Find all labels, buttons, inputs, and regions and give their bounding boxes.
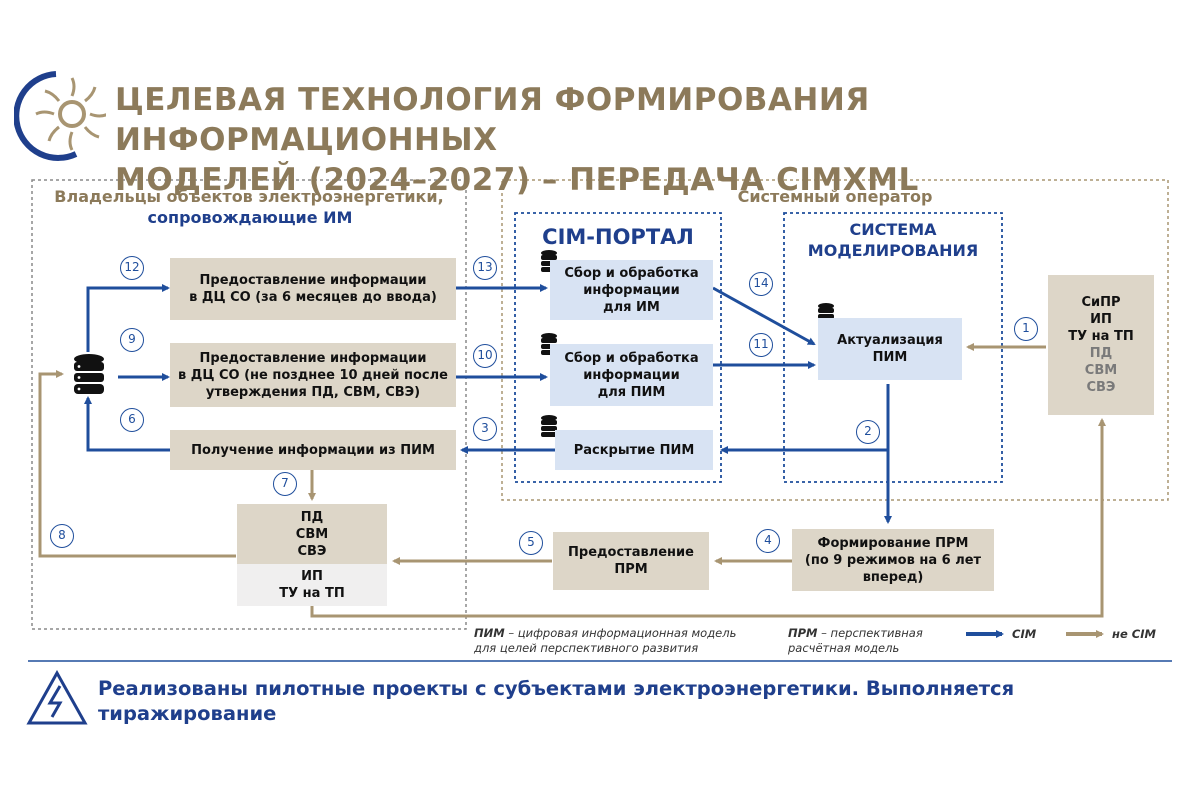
step-number-6: 6 [120,408,144,432]
step-number-12: 12 [120,256,144,280]
logo-sun-icon [13,66,109,162]
arrow-8 [38,370,236,558]
arrow-12 [86,284,170,352]
legend-pim-abbr: ПИМ [474,626,505,640]
prm-form-box: Формирование ПРМ (по 9 режимов на 6 лет … [792,529,994,591]
step-number-3: 3 [473,417,497,441]
prm-provide-line-1: Предоставление [568,545,694,560]
docs-item-1: ПД [300,509,324,525]
legend-not-cim-label: не CIM [1112,627,1156,641]
footer-line-1: Реализованы пилотные проекты с субъектам… [98,677,1015,700]
provide10-line-2: в ДЦ СО (не позднее 10 дней после [178,367,448,383]
sipr-item-1: СиПР [1081,295,1121,310]
actualize-pim-box: Актуализация ПИМ [818,318,962,380]
modeling-frame [783,212,1003,483]
provide-info-6-months-box: Предоставление информации в ДЦ СО (за 6 … [170,258,456,320]
provide-info-10-days-box: Предоставление информации в ДЦ СО (не по… [170,343,456,407]
docs-item-4: ИП [301,569,323,584]
database-icon [70,352,108,398]
modeling-label-line-2: МОДЕЛИРОВАНИЯ [807,241,979,260]
owners-group-label-2: сопровождающие ИМ [100,207,400,228]
receive-label: Получение информации из ПИМ [191,442,435,458]
legend-pim-text-1: – цифровая информационная модель [504,626,737,640]
title-line-1: ЦЕЛЕВАЯ ТЕХНОЛОГИЯ ФОРМИРОВАНИЯ ИНФОРМАЦ… [115,82,870,158]
prm-form-line-1: Формирование ПРМ [817,535,969,551]
owners-group-label: Владельцы объектов электроэнергетики, [34,186,464,207]
docs-item-3: СВЭ [297,543,327,559]
collect-im-line-2: информации [583,282,680,298]
page-title: ЦЕЛЕВАЯ ТЕХНОЛОГИЯ ФОРМИРОВАНИЯ ИНФОРМАЦ… [115,80,1175,200]
cim-portal-frame [514,212,722,483]
collect-im-line-3: для ИМ [603,299,660,315]
docs-item-2: СВМ [295,526,329,542]
legend-prm-abbr: ПРМ [788,626,818,640]
owners-frame [31,179,467,630]
docs-box-top: ПД СВМ СВЭ [237,504,387,564]
step-number-10: 10 [473,344,497,368]
sipr-item-3: ТУ на ТП [1068,329,1134,344]
system-operator-frame [501,179,1169,501]
prm-form-line-2: (по 9 режимов на 6 лет [804,552,982,568]
sipr-item-5: СВМ [1084,363,1118,378]
step-number-4: 4 [756,529,780,553]
step-number-8: 8 [50,524,74,548]
system-operator-label: Системный оператор [737,187,933,206]
actualize-line-1: Актуализация [837,333,943,348]
docs-box-bottom: ИП ТУ на ТП [237,564,387,606]
footer-message: Реализованы пилотные проекты с субъектам… [98,676,1158,726]
actualize-line-2: ПИМ [872,350,908,365]
modeling-label-line-1: СИСТЕМА [849,220,937,239]
collect-im-box: Сбор и обработка информации для ИМ [550,260,713,320]
legend-prm-text-1: – перспективная [817,626,923,640]
footer-line-2: тиражирование [98,702,277,725]
docs-item-5: ТУ на ТП [279,586,345,601]
owners-label-line-1: Владельцы объектов электроэнергетики, [54,187,444,206]
arrow-6 [84,396,170,452]
cim-portal-label: CIM-ПОРТАЛ [542,225,694,249]
sipr-item-6: СВЭ [1086,380,1116,395]
step-number-2: 2 [856,420,880,444]
collect-im-line-1: Сбор и обработка [564,265,699,281]
sipr-item-2: ИП [1090,312,1112,327]
legend-pim-text-2: для целей перспективного развития [474,641,699,655]
step-number-11: 11 [749,333,773,357]
lightning-triangle-icon [26,669,88,726]
provide10-line-1: Предоставление информации [199,350,427,366]
provide6-line-1: Предоставление информации [199,273,427,288]
step-number-14: 14 [749,272,773,296]
disclose-pim-box: Раскрытие ПИМ [555,430,713,470]
legend-prm: ПРМ – перспективная расчётная модель [788,626,958,656]
provide6-line-2: в ДЦ СО (за 6 месяцев до ввода) [189,290,437,305]
prm-form-line-3: вперед) [862,569,924,585]
sipr-box: СиПР ИП ТУ на ТП ПД СВМ СВЭ [1048,275,1154,415]
arrow-14 [712,286,816,346]
provide10-line-3: утверждения ПД, СВМ, СВЭ) [205,384,421,400]
sipr-item-4: ПД [1089,346,1113,361]
arrow-docs-to-sipr [310,418,1106,618]
database-icon [539,414,559,438]
collect-pim-line-1: Сбор и обработка [564,350,699,366]
step-number-7: 7 [273,472,297,496]
step-number-9: 9 [120,328,144,352]
collect-pim-line-2: информации [583,367,680,383]
step-number-1: 1 [1014,317,1038,341]
disclose-label: Раскрытие ПИМ [573,442,695,458]
legend-prm-text-2: расчётная модель [788,641,900,655]
title-line-2: МОДЕЛЕЙ (2024–2027) – ПЕРЕДАЧА CIMXML [115,162,919,198]
receive-info-box: Получение информации из ПИМ [170,430,456,470]
modeling-label: СИСТЕМА МОДЕЛИРОВАНИЯ [786,219,1000,261]
collect-pim-box: Сбор и обработка информации для ПИМ [550,344,713,406]
prm-provide-box: Предоставление ПРМ [553,532,709,590]
legend-pim: ПИМ – цифровая информационная модель для… [474,626,774,656]
owners-label-line-2: сопровождающие ИМ [147,208,353,227]
legend-cim-label: CIM [1012,627,1037,641]
collect-pim-line-3: для ПИМ [597,384,666,400]
prm-provide-line-2: ПРМ [614,562,648,577]
step-number-5: 5 [519,531,543,555]
step-number-13: 13 [473,256,497,280]
